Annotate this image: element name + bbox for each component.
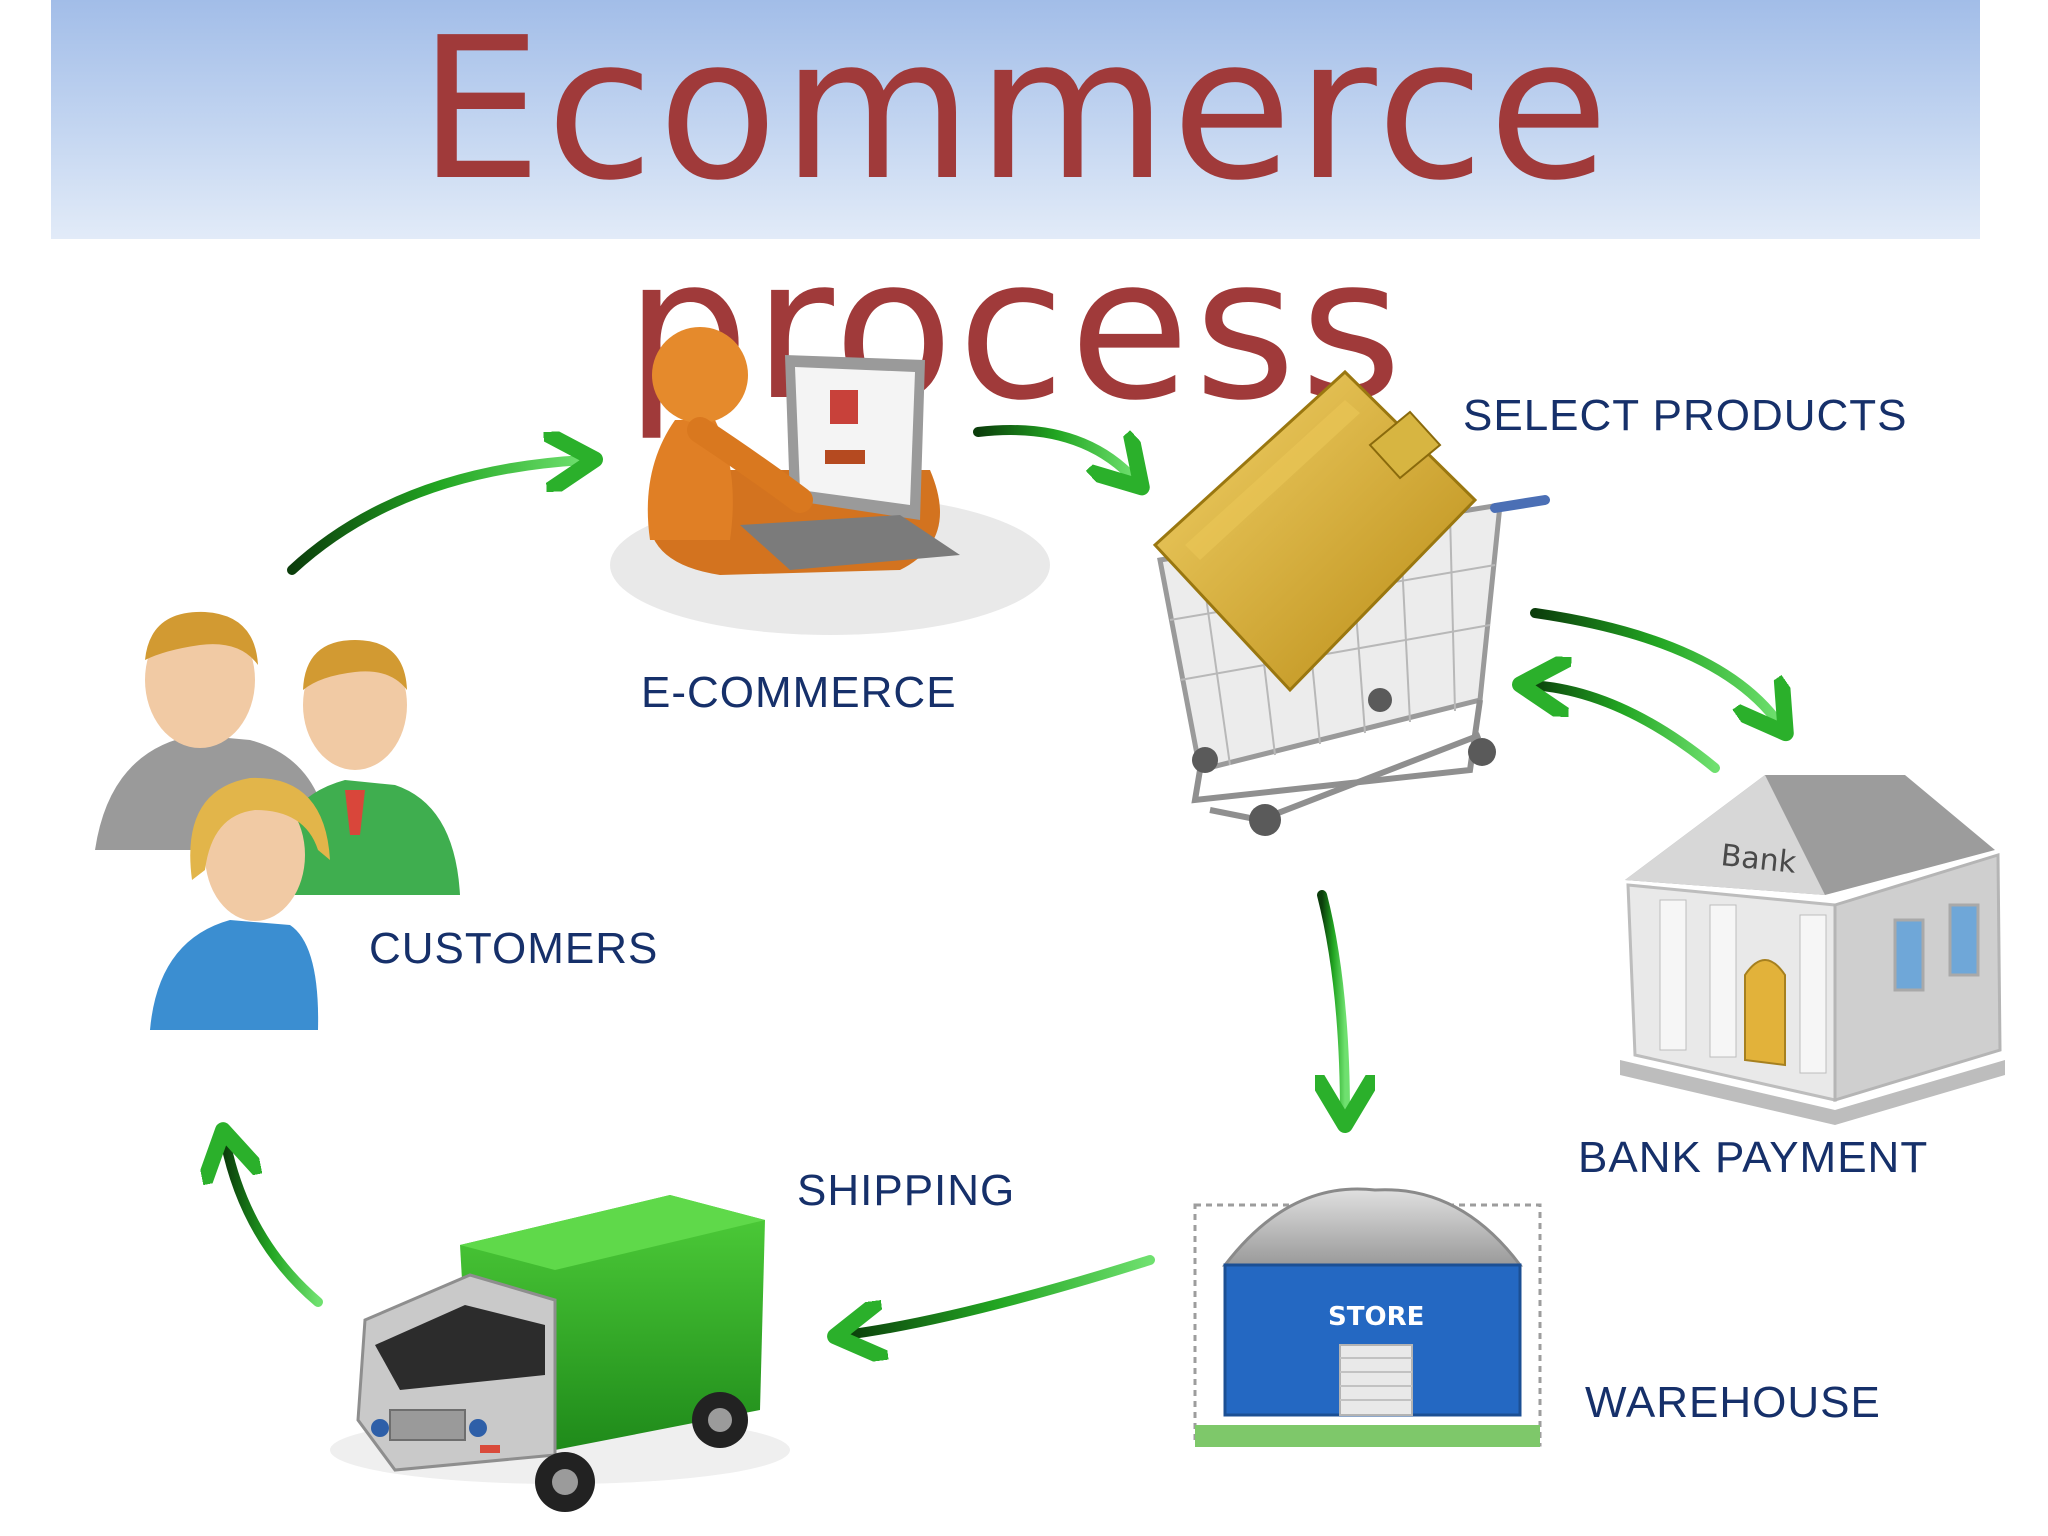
flow-arrow-bank-to-products <box>1530 685 1720 773</box>
flow-arrow-customers-to-ecommerce <box>287 460 585 575</box>
store-sign: STORE <box>1328 1302 1424 1332</box>
flow-arrow-shipping-to-customers <box>225 1140 323 1307</box>
label-shipping: SHIPPING <box>797 1166 1016 1215</box>
label-customers: CUSTOMERS <box>369 924 659 973</box>
page-title: Ecommerce process <box>418 0 1613 444</box>
shopping-cart-credit-card-icon <box>1152 369 1550 836</box>
flow-arrow-warehouse-to-shipping <box>845 1255 1155 1335</box>
label-ecommerce: E-COMMERCE <box>641 668 957 717</box>
label-select-products: SELECT PRODUCTS <box>1463 391 1908 440</box>
flow-arrow-products-to-warehouse <box>1322 890 1345 1115</box>
title-banner: Ecommerce process <box>51 0 1980 444</box>
delivery-truck-icon <box>330 1195 790 1512</box>
flow-arrow-ecommerce-to-products <box>973 425 1135 480</box>
label-warehouse: WAREHOUSE <box>1585 1378 1881 1427</box>
customers-group-icon <box>95 611 460 1030</box>
label-bank-payment: BANK PAYMENT <box>1578 1133 1929 1182</box>
bank-building-icon: Bank <box>1620 775 2005 1125</box>
bank-sign: Bank <box>1719 838 1798 881</box>
warehouse-store-icon: STORE <box>1193 1187 1542 1447</box>
person-laptop-icon <box>610 327 1050 635</box>
flow-arrow-products-to-bank <box>1530 608 1780 725</box>
